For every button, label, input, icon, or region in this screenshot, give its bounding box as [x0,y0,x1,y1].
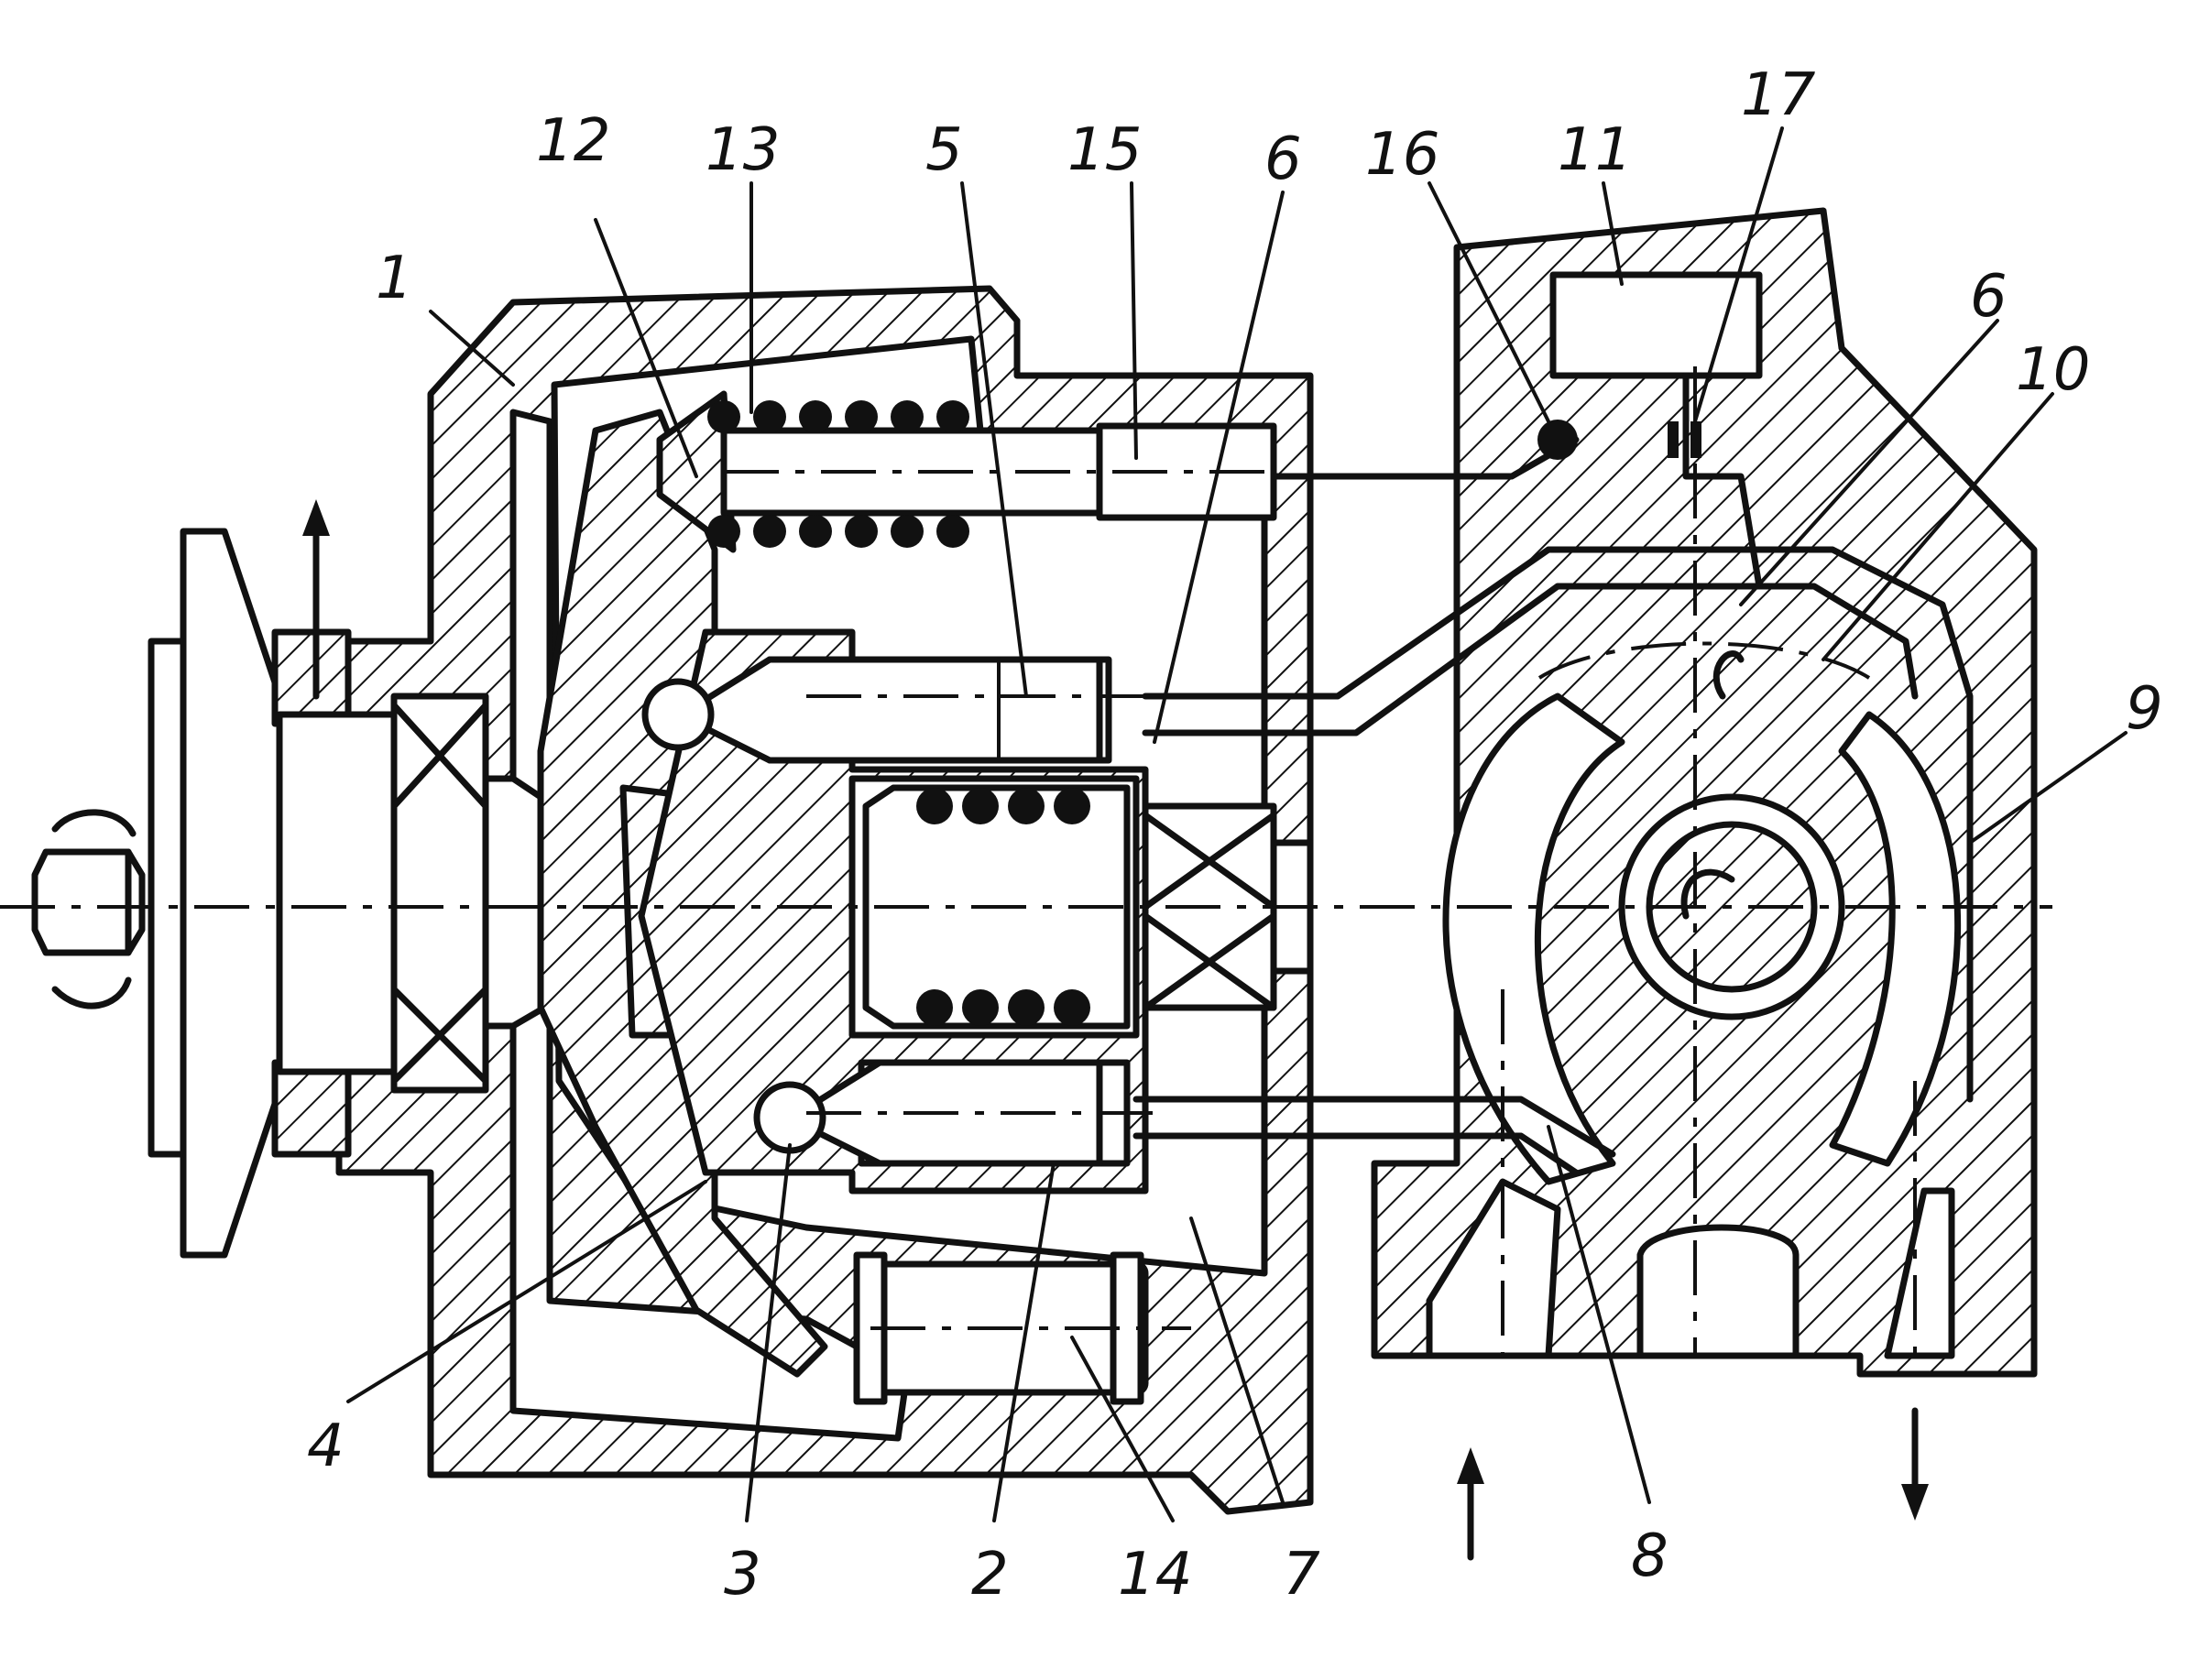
arrow-up-icon [1457,1447,1484,1484]
label-6a: 6 [1264,125,1302,193]
pressure-channels [1132,372,1974,1176]
label-7: 7 [1283,1541,1320,1609]
rotation-arrow-icon [1712,650,1745,700]
upper-piston [641,656,1103,764]
rotation-arrow-icon [51,976,132,1009]
label-5: 5 [925,116,963,184]
label-14: 14 [1118,1541,1192,1609]
label-8: 8 [1631,1522,1668,1590]
label-6b: 6 [1970,263,2008,331]
left-bearing [390,693,489,1094]
label-9: 9 [2126,675,2163,743]
arrow-up-icon [302,499,330,536]
arrow-down-icon [1901,1484,1929,1521]
rotation-arrow-icon [1680,868,1735,920]
label-13: 13 [706,116,780,184]
rotation-arrow-icon [51,809,137,837]
label-3: 3 [724,1541,761,1609]
label-17: 17 [1741,61,1816,129]
part-labels: 1 2 3 4 5 6 6 7 8 9 10 11 12 13 14 15 16… [307,61,2163,1609]
label-15: 15 [1067,116,1142,184]
output-shaft-end [31,848,146,956]
label-10: 10 [2016,336,2090,404]
label-1: 1 [376,245,413,312]
label-12: 12 [536,107,610,175]
leader-lines [346,126,2128,1522]
label-2: 2 [971,1541,1009,1609]
drive-flange [148,528,407,1259]
label-11: 11 [1558,116,1632,184]
label-4: 4 [307,1413,345,1480]
label-16: 16 [1365,121,1439,189]
flow-arrows [51,499,1929,1561]
